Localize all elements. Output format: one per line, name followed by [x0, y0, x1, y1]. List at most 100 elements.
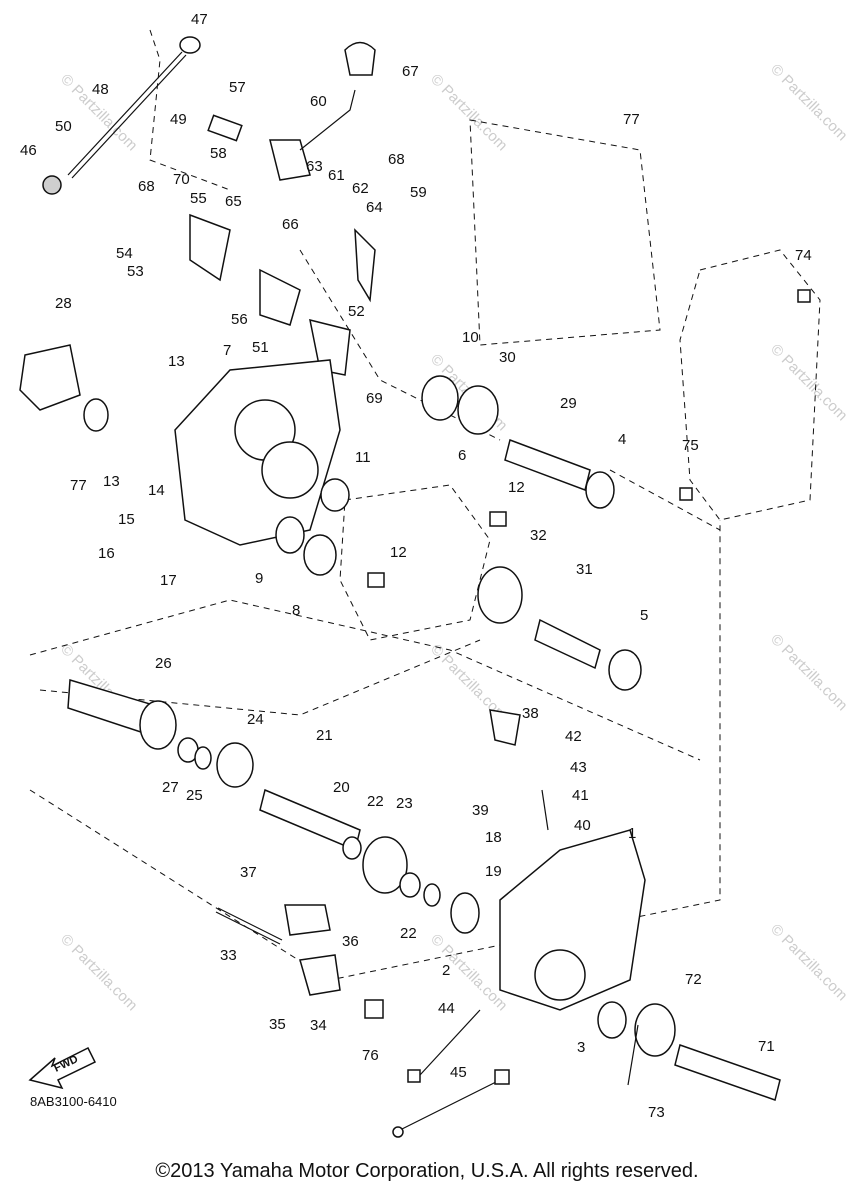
dowel-part: [797, 289, 811, 303]
leader-dash: [29, 599, 701, 761]
bearing-part: [320, 478, 350, 512]
callout-number: 76: [362, 1047, 379, 1064]
case-gasket-outline: [679, 249, 821, 521]
wire-part: [419, 1009, 481, 1076]
cover-gasket-outline: [469, 119, 661, 346]
watermark-text: © Partzilla.com: [767, 631, 850, 714]
callout-number: 37: [240, 864, 257, 881]
callout-number: 25: [186, 787, 203, 804]
callout-number: 78: [0, 0, 17, 4]
bearing-part: [450, 892, 480, 934]
sensor-wires: [392, 1009, 510, 1138]
shift-rod: [71, 54, 187, 179]
callout-number: 43: [570, 759, 587, 776]
shift-shaft: [299, 89, 356, 151]
callout-number: 66: [282, 216, 299, 233]
callout-number: 19: [485, 863, 502, 880]
callout-number: 41: [572, 787, 589, 804]
watermark-text: © Partzilla.com: [427, 71, 510, 154]
pin-part: [627, 1024, 639, 1086]
callout-number: 73: [648, 1104, 665, 1121]
callout-number: 77: [0, 0, 17, 4]
gear-part: [216, 742, 254, 788]
washer-part: [194, 746, 212, 770]
callout-number: 39: [472, 802, 489, 819]
fork-part: [299, 954, 341, 996]
bearing-part: [421, 375, 459, 421]
spring-part: [541, 789, 549, 831]
callout-number: 27: [162, 779, 179, 796]
center-gasket-outline: [339, 484, 491, 641]
seal-part: [597, 1001, 627, 1039]
callout-number: 59: [410, 184, 427, 201]
callout-number: 22: [400, 925, 417, 942]
dowel-part: [367, 572, 385, 588]
callout-number: 22: [367, 793, 384, 810]
lower-shafts: [67, 679, 480, 1019]
callout-number: 64: [366, 199, 383, 216]
callout-number: 24: [247, 711, 264, 728]
callout-number: 8: [292, 602, 300, 619]
callout-number: 15: [118, 511, 135, 528]
assembly-lines: [29, 29, 821, 981]
callout-layer: 1234567891011121213131415161718192021222…: [0, 0, 812, 1121]
callout-number: 36: [342, 933, 359, 950]
connector-part: [407, 1069, 421, 1083]
watermark-text: © Partzilla.com: [767, 61, 850, 144]
callout-number: 55: [190, 190, 207, 207]
callout-number: 34: [310, 1017, 327, 1034]
callout-number: 48: [92, 81, 109, 98]
callout-number: 79: [0, 0, 17, 4]
bearing-part: [399, 872, 421, 898]
callout-number: 18: [485, 829, 502, 846]
washer-part: [423, 883, 441, 907]
arm-part: [259, 268, 301, 326]
callout-number: 67: [402, 63, 419, 80]
callout-number: 6: [458, 447, 466, 464]
watermark-text: © Partzilla.com: [767, 921, 850, 1004]
shaft-part: [534, 618, 601, 670]
center-parts: [275, 375, 642, 691]
callout-number: 20: [333, 779, 350, 796]
arm-part: [354, 228, 376, 303]
boot-part: [634, 1003, 676, 1057]
terminal-part: [392, 1126, 404, 1138]
callout-number: 46: [20, 142, 37, 159]
copyright-notice: ©2013 Yamaha Motor Corporation, U.S.A. A…: [155, 1160, 699, 1182]
left-gasket: [19, 289, 811, 501]
callout-number: 33: [220, 947, 237, 964]
callout-number: 49: [170, 111, 187, 128]
callout-number: 2: [442, 962, 450, 979]
callout-number: 57: [229, 79, 246, 96]
fork-part: [284, 904, 331, 936]
case-bore: [261, 441, 319, 499]
shift-linkage: [42, 36, 376, 376]
watermark-text: © Partzilla.com: [57, 931, 140, 1014]
callout-number: 52: [348, 303, 365, 320]
callout-number: 4: [618, 431, 626, 448]
leader-dash: [609, 469, 721, 531]
wire-part: [399, 1079, 501, 1131]
rod-end-part: [179, 36, 201, 54]
watermark-layer: © Partzilla.com © Partzilla.com © Partzi…: [57, 61, 850, 1014]
callout-number: 54: [116, 245, 133, 262]
knob-part: [344, 41, 376, 76]
callout-number: 38: [522, 705, 539, 722]
callout-number: 12: [508, 479, 525, 496]
callout-number: 32: [530, 527, 547, 544]
callout-number: 1: [628, 825, 636, 842]
callout-number: 45: [450, 1064, 467, 1081]
shaft-part: [504, 439, 591, 491]
callout-number: 77: [70, 477, 87, 494]
callout-number: 75: [682, 437, 699, 454]
callout-number: 70: [173, 171, 190, 188]
lever-arm-part: [189, 213, 231, 282]
bearing-part: [585, 471, 615, 509]
washer-part: [342, 836, 362, 860]
fwd-arrow-icon: FWD: [28, 1046, 97, 1090]
case-part: [499, 829, 646, 1011]
callout-number: 44: [438, 1000, 455, 1017]
callout-number: 72: [685, 971, 702, 988]
callout-number: 13: [103, 473, 120, 490]
seal-part: [83, 398, 109, 432]
